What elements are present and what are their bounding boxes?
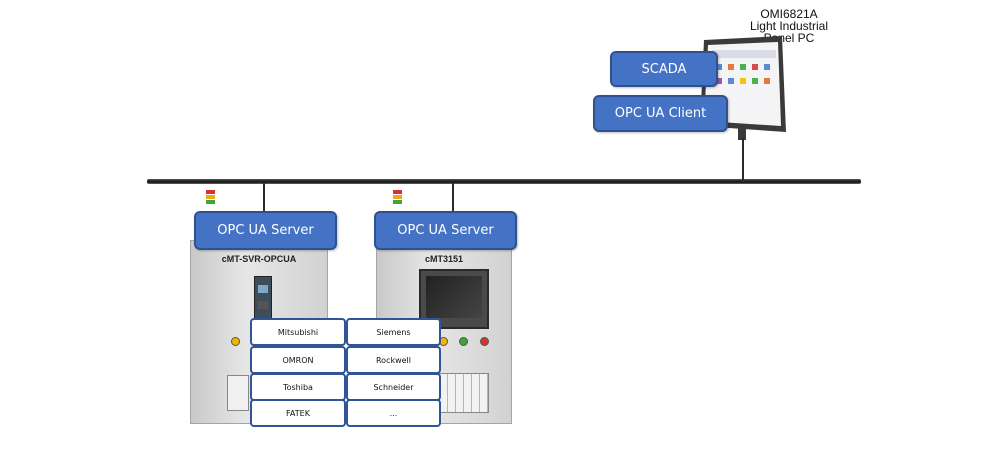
brand-label: FATEK bbox=[286, 408, 310, 418]
opc-ua-client-box: OPC UA Client bbox=[593, 95, 728, 132]
panel-pc-model: OMI6821A bbox=[760, 7, 818, 21]
cabinet-1-modules bbox=[227, 375, 249, 411]
server-2-device-label: cMT3151 bbox=[424, 254, 464, 264]
brand-siemens: Siemens bbox=[346, 318, 441, 346]
opc-ua-server-label-1: OPC UA Server bbox=[217, 223, 314, 238]
cabinet-2-lamp-red bbox=[480, 337, 489, 346]
brand-label: Toshiba bbox=[283, 382, 313, 392]
brand-label: OMRON bbox=[282, 355, 314, 365]
brand-mitsubishi: Mitsubishi bbox=[250, 318, 346, 346]
scada-label: SCADA bbox=[641, 61, 687, 77]
opc-ua-server-box-2: OPC UA Server bbox=[374, 211, 517, 250]
signal-tower-2 bbox=[393, 190, 402, 205]
opc-ua-server-label-2: OPC UA Server bbox=[397, 223, 494, 238]
brand-label: Schneider bbox=[373, 382, 414, 392]
server-1-wire bbox=[263, 182, 265, 212]
opc-ua-client-label: OPC UA Client bbox=[614, 106, 707, 121]
brand-label: Mitsubishi bbox=[277, 327, 319, 337]
brand-label: ... bbox=[389, 408, 398, 418]
scada-box: SCADA bbox=[610, 51, 718, 87]
panel-pc-line2: Light Industrial bbox=[749, 19, 829, 33]
opc-ua-server-box-1: OPC UA Server bbox=[194, 211, 337, 250]
brand-fatek: FATEK bbox=[250, 399, 346, 427]
cabinet-1-lamp bbox=[231, 337, 240, 346]
brand-schneider: Schneider bbox=[346, 373, 441, 401]
brand-rockwell: Rockwell bbox=[346, 346, 441, 374]
ethernet-bus bbox=[147, 179, 861, 184]
brand-more: ... bbox=[346, 399, 441, 427]
brand-toshiba: Toshiba bbox=[250, 373, 346, 401]
panel-pc-wire bbox=[742, 138, 744, 182]
server-1-device-label: cMT-SVR-OPCUA bbox=[221, 254, 297, 264]
brand-omron: OMRON bbox=[250, 346, 346, 374]
brand-label: Siemens bbox=[376, 327, 411, 337]
opc-ua-gateway-device bbox=[254, 276, 272, 328]
server-2-wire bbox=[452, 182, 454, 212]
brand-label: Rockwell bbox=[375, 355, 412, 365]
signal-tower-1 bbox=[206, 190, 215, 205]
cabinet-2-io-modules bbox=[439, 373, 489, 413]
cabinet-2-lamp-green bbox=[459, 337, 468, 346]
